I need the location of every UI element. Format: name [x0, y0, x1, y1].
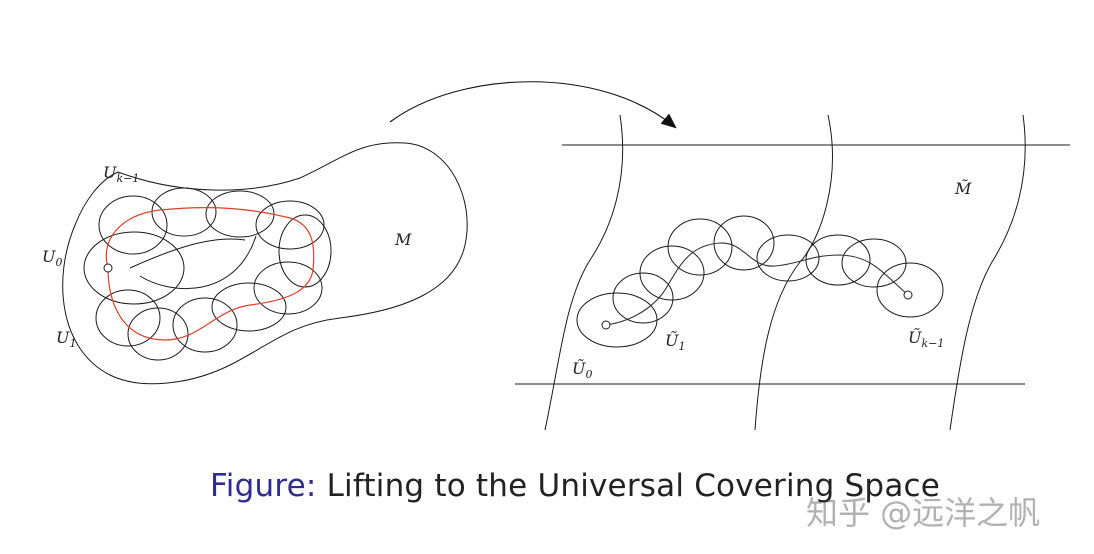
open-set — [253, 261, 323, 315]
covering-map-arrow — [389, 81, 677, 129]
lifted-open-set — [805, 234, 871, 286]
open-set-u1 — [95, 289, 161, 347]
open-set — [127, 307, 189, 361]
left-panel — [62, 142, 468, 385]
lifted-u1-label: Ũ1 — [665, 330, 685, 353]
cover-manifold-label: M̃ — [954, 179, 972, 198]
open-set-uk — [98, 195, 168, 255]
sheet-divider — [754, 114, 833, 431]
lifted-uk-label: Ũk−1 — [908, 327, 944, 350]
right-panel — [515, 114, 1070, 431]
caption-text: Lifting to the Universal Covering Space — [326, 468, 941, 504]
lifted-open-set — [639, 245, 705, 301]
uk-label: Uk−1 — [103, 163, 139, 185]
lifted-open-set — [756, 234, 820, 282]
open-set — [211, 282, 287, 332]
open-set-u0 — [83, 231, 185, 305]
manifold-label: M — [394, 230, 412, 249]
inner-hole — [129, 238, 246, 269]
lifted-open-set-u0 — [576, 292, 658, 348]
lifted-open-set-uk — [876, 262, 944, 318]
lifted-open-set — [713, 215, 775, 271]
sheet-divider — [544, 114, 624, 431]
open-set — [172, 297, 238, 353]
lifted-open-sets — [576, 215, 944, 348]
lifted-open-set-u1 — [612, 272, 674, 324]
figure-caption: Figure: Lifting to the Universal Coverin… — [210, 468, 940, 504]
lifted-open-set — [667, 218, 733, 276]
base-point — [103, 263, 113, 273]
u0-label: U0 — [42, 247, 62, 269]
manifold-outline — [62, 142, 468, 385]
sheet-divider — [949, 114, 1026, 431]
lifted-u0-label: Ũ0 — [572, 358, 592, 381]
inner-hole — [139, 235, 257, 290]
open-set — [151, 187, 217, 237]
loop-path — [105, 207, 315, 341]
caption-label: Figure: — [210, 468, 317, 504]
open-sets-chain — [83, 187, 332, 361]
open-set — [255, 200, 325, 250]
open-set — [278, 214, 332, 288]
watermark: 知乎 @远洋之帆 — [806, 494, 1041, 532]
lifted-start-point — [601, 320, 611, 330]
lifted-end-point — [903, 290, 913, 300]
lifted-path — [605, 242, 909, 326]
lifted-open-set — [841, 238, 907, 288]
u1-label: U1 — [56, 328, 76, 350]
